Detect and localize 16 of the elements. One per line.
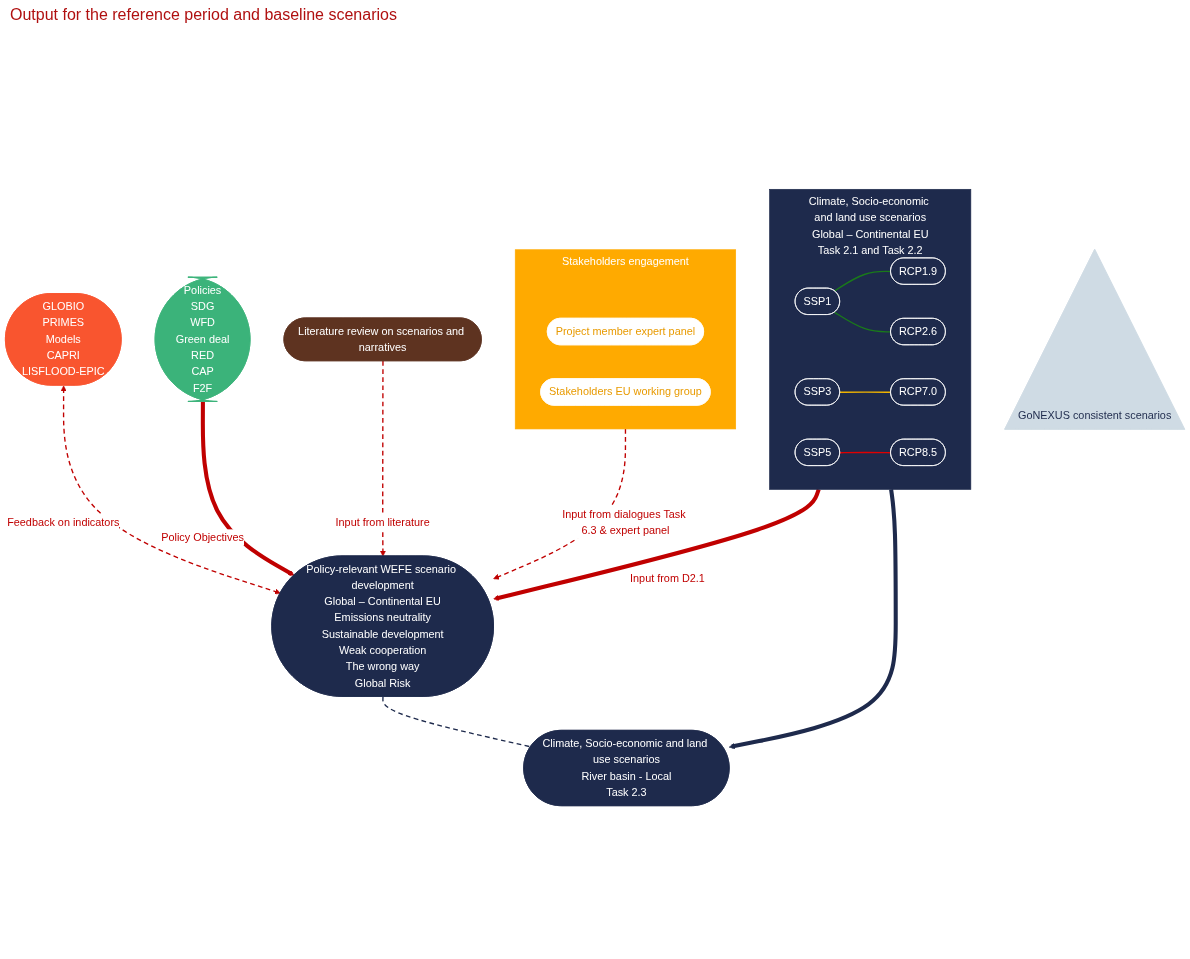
connector [839,451,892,454]
edge-label: Input from dialogues Task 6.3 & expert panel [562,508,686,537]
connector [833,311,892,333]
arrow [200,401,295,576]
connector [833,270,892,292]
edge-label: Feedback on indicators [7,516,120,529]
connector [839,391,892,393]
arrow [728,489,898,749]
edge-label: Input from D2.1 [630,572,705,585]
arrow [379,360,386,557]
edge-label: Input from literature [335,516,430,529]
note-text: Output for the reference period and baseline scenarios [10,6,397,24]
arrow [60,385,281,595]
arrow [493,488,821,601]
edge-label: Policy Objectives [161,531,244,543]
connector [382,696,532,748]
